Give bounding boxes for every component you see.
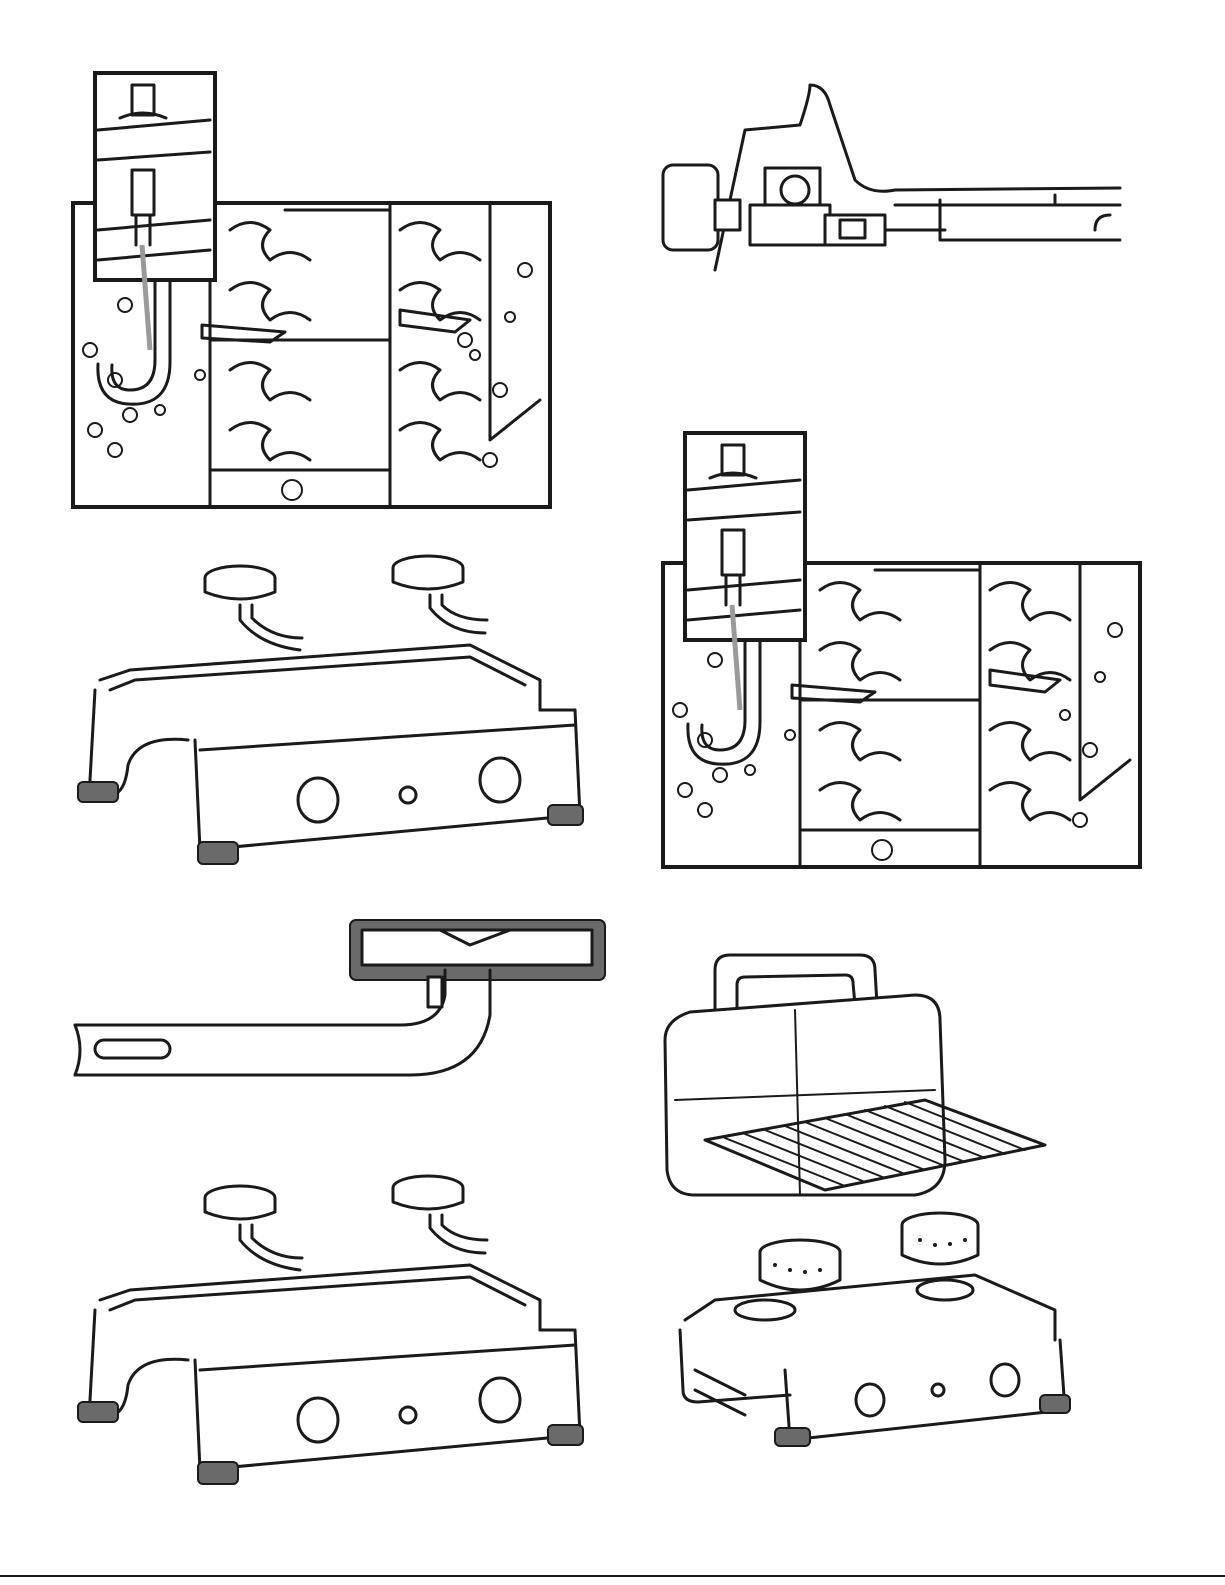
burner-tube-illustration	[70, 915, 610, 1085]
burners-base-illustration-top	[70, 550, 600, 870]
burner-tube-icon	[70, 915, 610, 1085]
burners-above-base-icon	[70, 550, 600, 870]
burners-above-base-icon	[70, 1170, 600, 1490]
igniter-wire-diagram-icon	[660, 430, 1145, 870]
igniter-wire-illustration-right	[660, 430, 1145, 870]
burners-base-illustration-bottom	[70, 1170, 600, 1490]
igniter-wire-illustration-left	[70, 70, 555, 510]
bottom-rule	[0, 1575, 1225, 1577]
control-valve-illustration	[655, 80, 1125, 280]
grill-exploded-view-icon	[655, 950, 1075, 1450]
igniter-wire-diagram-icon	[70, 70, 555, 510]
grill-assembly-illustration	[655, 950, 1075, 1450]
control-valve-side-view-icon	[655, 80, 1125, 280]
